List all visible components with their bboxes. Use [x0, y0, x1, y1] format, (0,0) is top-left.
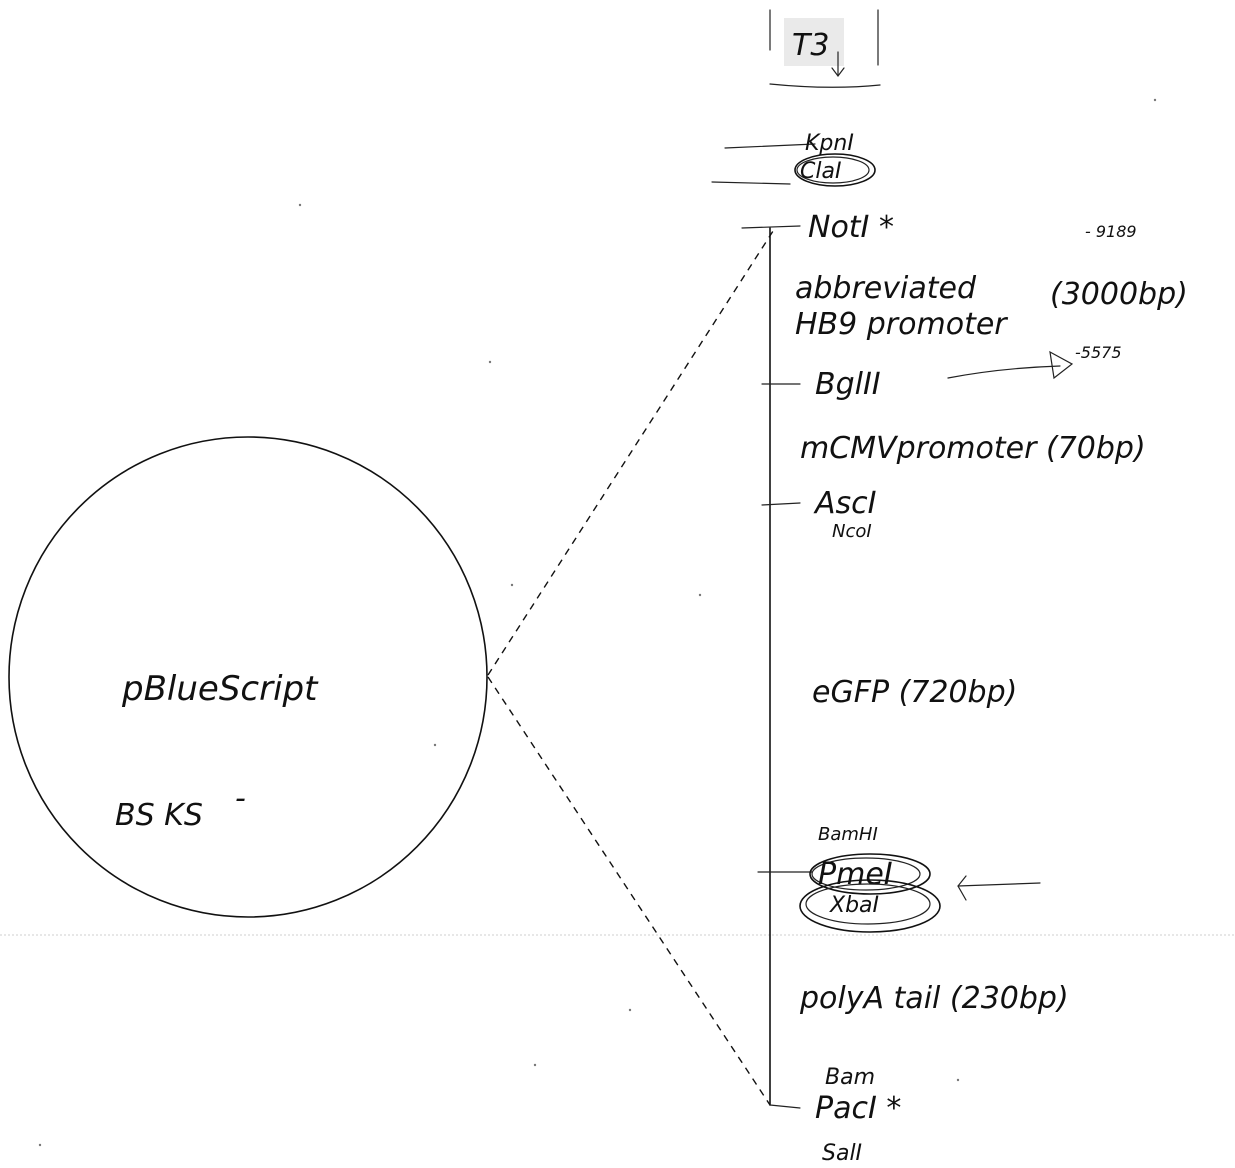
- segment-hb9-line2: HB9 promoter: [795, 307, 1008, 342]
- site-noti: NotI *: [808, 210, 894, 245]
- xbai-circle: [799, 879, 941, 933]
- zoom-line-bottom: [487, 676, 771, 1106]
- bglii-arrowhead-icon: [1049, 350, 1074, 380]
- speck: [956, 1078, 960, 1082]
- t3-box: T3: [769, 9, 881, 88]
- site-asci: AscI: [813, 486, 877, 521]
- site-pmei: PmeI: [818, 857, 893, 892]
- plasmid-variant-suffix: -: [235, 781, 246, 816]
- speck: [628, 1008, 632, 1012]
- site-xbai: XbaI: [829, 893, 879, 918]
- t3-label: T3: [792, 28, 829, 63]
- clai-circle: [794, 153, 876, 187]
- plasmid-variant: BS KS: [115, 798, 203, 833]
- speck: [488, 360, 492, 364]
- speck: [38, 1143, 42, 1147]
- speck: [510, 583, 514, 587]
- speck: [298, 203, 302, 207]
- speck: [1153, 98, 1157, 102]
- site-paci: PacI *: [815, 1091, 901, 1126]
- site-bamhi-upper: BamHI: [818, 824, 878, 845]
- t3-arrow-icon: [831, 51, 845, 77]
- segment-egfp: eGFP (720bp): [812, 675, 1017, 710]
- pmei-arrowhead-icon: [957, 875, 967, 901]
- plasmid-circle: [8, 436, 488, 918]
- site-bam-lower: Bam: [825, 1065, 875, 1090]
- site-sali: SalI: [822, 1141, 862, 1166]
- zoom-line-top: [487, 227, 776, 676]
- segment-hb9-size: (3000bp): [1050, 277, 1188, 312]
- site-kpni: KpnI: [805, 131, 854, 156]
- speck: [533, 1063, 537, 1067]
- segment-mcmv: mCMVpromoter (70bp): [800, 431, 1146, 466]
- site-bglii: BglII: [815, 367, 881, 402]
- pmei-arrow-line: [957, 882, 1041, 887]
- pmei-circle: [809, 853, 931, 895]
- site-clai: ClaI: [800, 159, 841, 184]
- segment-hb9-line1: abbreviated: [795, 271, 977, 306]
- speck: [698, 593, 702, 597]
- segment-polya: polyA tail (230bp): [799, 981, 1069, 1016]
- pos-noti: - 9189: [1085, 222, 1137, 241]
- pos-bglii: -5575: [1075, 343, 1122, 362]
- plasmid-name: pBlueScript: [121, 669, 319, 709]
- bglii-arrow-line: [947, 365, 1061, 379]
- speck: [433, 743, 437, 747]
- site-ncoi: NcoI: [832, 521, 872, 542]
